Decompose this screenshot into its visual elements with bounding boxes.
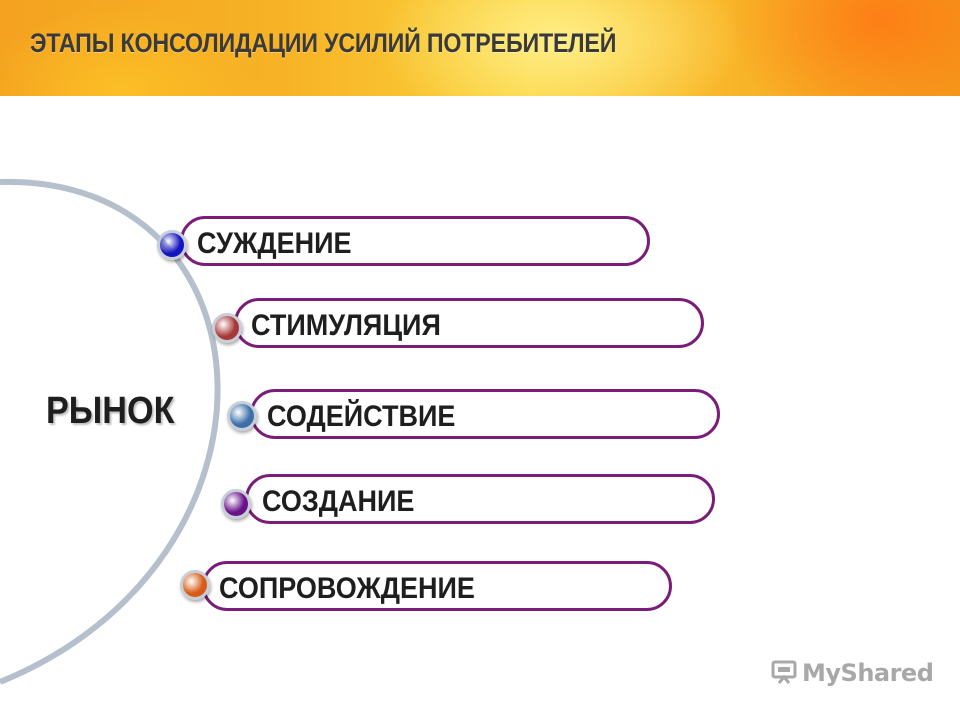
presentation-icon	[771, 660, 797, 684]
stage-pill-assistance: СОДЕЙСТВИЕ	[250, 389, 720, 439]
watermark-text: MyShared	[802, 659, 934, 687]
page-title: ЭТАПЫ КОНСОЛИДАЦИИ УСИЛИЙ ПОТРЕБИТЕЛЕЙ	[30, 28, 617, 58]
stage-dot-support	[180, 570, 210, 600]
stage-dot-stimulation	[212, 313, 242, 343]
stage-dot-assistance	[227, 401, 257, 431]
stage-pill-support: СОПРОВОЖДЕНИЕ	[202, 561, 672, 611]
stage-label: СОДЕЙСТВИЕ	[267, 400, 456, 433]
stage-label: СТИМУЛЯЦИЯ	[251, 309, 441, 342]
stage-pill-creation: СОЗДАНИЕ	[245, 474, 715, 524]
header-banner: ЭТАПЫ КОНСОЛИДАЦИИ УСИЛИЙ ПОТРЕБИТЕЛЕЙ	[0, 0, 960, 96]
stage-dot-creation	[221, 489, 251, 519]
market-label: РЫНОК	[46, 390, 175, 432]
stage-pill-stimulation: СТИМУЛЯЦИЯ	[234, 298, 704, 348]
stage-dot-judgment	[157, 230, 187, 260]
stage-label: СОПРОВОЖДЕНИЕ	[219, 572, 475, 605]
stage-label: СУЖДЕНИЕ	[197, 227, 352, 260]
watermark: MyShared	[770, 656, 934, 690]
stage-label: СОЗДАНИЕ	[262, 485, 415, 518]
stage-pill-judgment: СУЖДЕНИЕ	[180, 216, 650, 266]
